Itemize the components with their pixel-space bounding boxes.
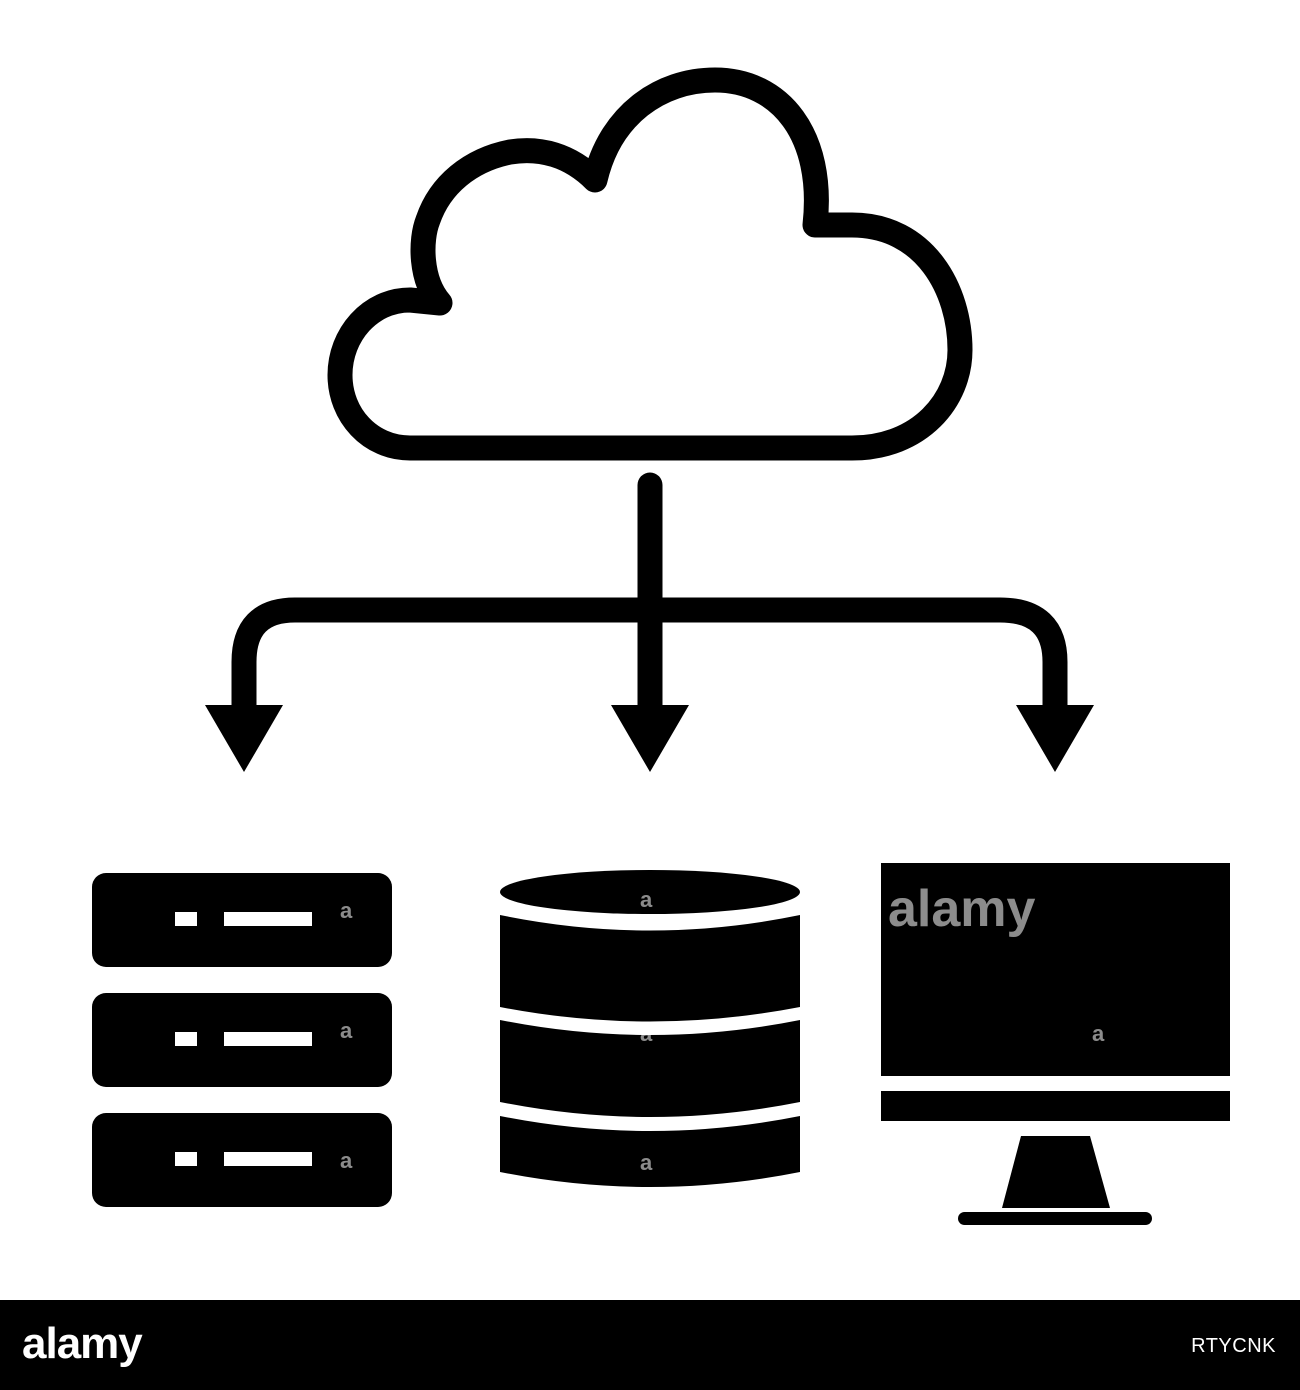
footer-bar: alamy RTYCNK [0, 1300, 1300, 1390]
alamy-logo: alamy [22, 1319, 143, 1368]
watermark: a a a a a a a alamy [340, 880, 1105, 1175]
server-unit-slot [224, 1152, 312, 1166]
database-band-2 [500, 1020, 800, 1117]
left-arrowhead-icon [205, 705, 283, 772]
database-band-1 [500, 915, 800, 1022]
watermark-brand: alamy [888, 880, 1036, 938]
cloud-network-diagram: a a a a a a a alamy [92, 67, 1230, 1225]
monitor-base [958, 1212, 1152, 1225]
watermark-glyph: a [340, 1018, 353, 1043]
watermark-glyph: a [340, 898, 353, 923]
server-unit-indicator [175, 912, 197, 926]
monitor-icon [881, 863, 1230, 1225]
image-id-label: RTYCNK [1191, 1335, 1276, 1357]
watermark-glyph: a [640, 1150, 653, 1175]
database-icon [500, 870, 800, 1187]
monitor-screen [881, 863, 1230, 1076]
left-branch-line [231, 597, 663, 723]
server-unit-indicator [175, 1032, 197, 1046]
monitor-bezel [881, 1091, 1230, 1121]
watermark-glyph: a [640, 887, 653, 912]
right-arrowhead-icon [1016, 705, 1094, 772]
watermark-glyph: a [340, 1148, 353, 1173]
monitor-stand [1002, 1136, 1110, 1208]
cloud-icon [327, 67, 973, 461]
database-top [500, 870, 800, 914]
watermark-glyph: a [1092, 1021, 1105, 1046]
database-band-3 [500, 1116, 800, 1187]
server-unit-slot [224, 1032, 312, 1046]
server-unit-indicator [175, 1152, 197, 1166]
server-rack-icon [92, 873, 392, 1207]
watermark-glyph: a [640, 1021, 653, 1046]
connector-lines [231, 472, 1068, 725]
center-arrowhead-icon [611, 705, 689, 772]
right-branch-line [637, 597, 1068, 723]
server-unit-slot [224, 912, 312, 926]
